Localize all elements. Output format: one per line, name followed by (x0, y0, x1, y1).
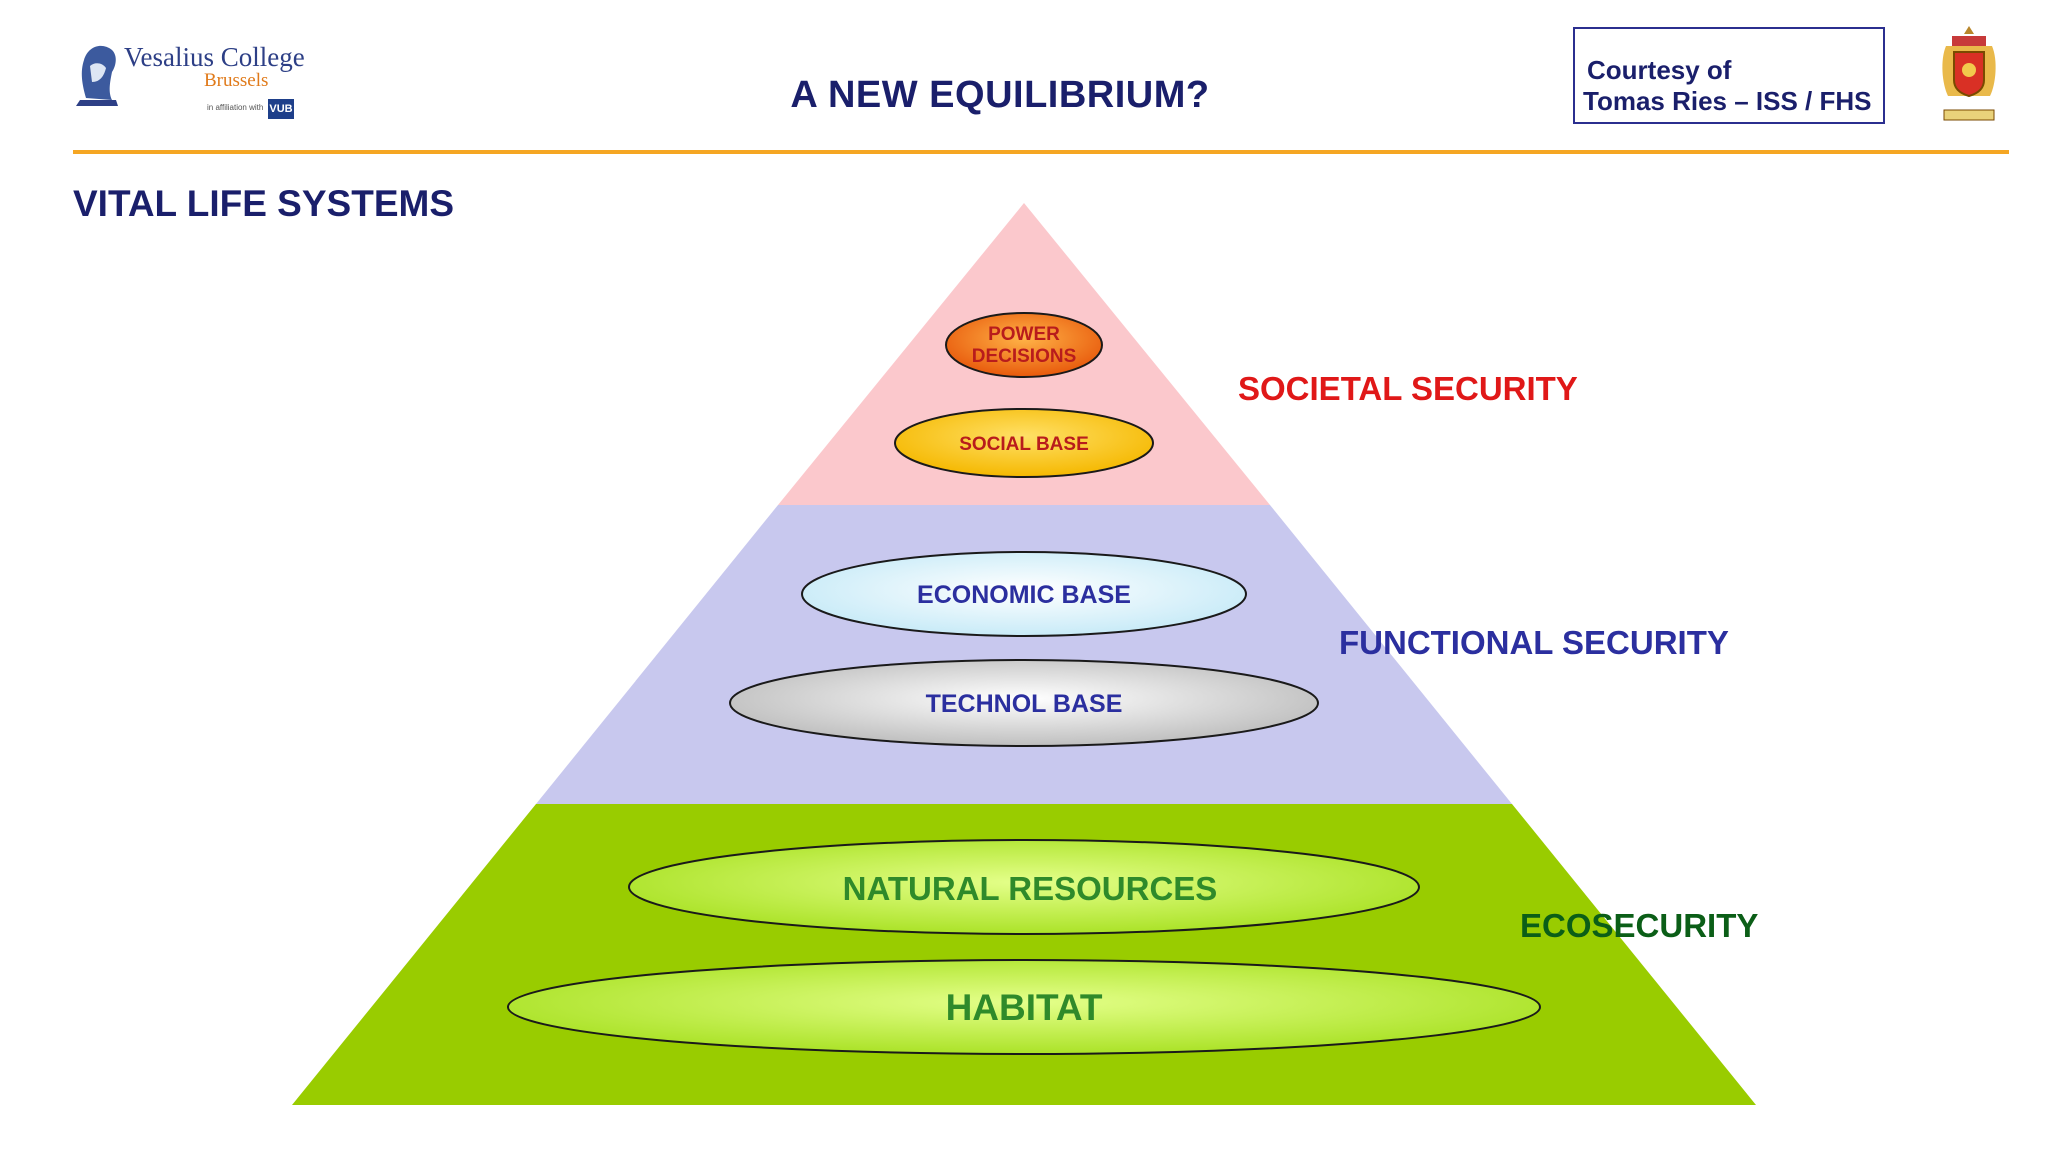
economic-base-label: ECONOMIC BASE (917, 581, 1131, 609)
vesalius-portrait-icon (76, 45, 118, 106)
credit-line-1: Courtesy of (1587, 55, 1732, 85)
decisions-label: DECISIONS (972, 346, 1077, 367)
social-base-label: SOCIAL BASE (959, 434, 1089, 455)
societal-security-label: SOCIETAL SECURITY (1238, 370, 1578, 407)
credit-line-2: Tomas Ries – ISS / FHS (1583, 86, 1872, 116)
tier-functional (536, 505, 1512, 804)
power-label: POWER (988, 324, 1060, 345)
logo-affiliation: in affiliation with (207, 103, 264, 112)
institution-crest-icon (1942, 26, 1996, 121)
social-base-ellipse (894, 408, 1154, 478)
ecosecurity-label: ECOSECURITY (1520, 907, 1758, 944)
natural-resources-ellipse (628, 839, 1420, 935)
section-title: VITAL LIFE SYSTEMS (73, 183, 455, 224)
habitat-ellipse (507, 959, 1541, 1055)
power-decisions-ellipse (945, 312, 1103, 378)
technol-base-ellipse (729, 659, 1319, 747)
credit-box: Courtesy of Tomas Ries – ISS / FHS (1573, 27, 1885, 124)
vub-logo: VUB (268, 99, 294, 119)
functional-security-label: FUNCTIONAL SECURITY (1339, 624, 1729, 661)
logo-city: Brussels (204, 70, 269, 91)
economic-base-ellipse (801, 551, 1247, 637)
vesalius-college-logo: Vesalius College Brussels in affiliation… (72, 36, 312, 128)
habitat-label: HABITAT (946, 987, 1103, 1028)
logo-name: Vesalius College (124, 42, 305, 72)
technol-base-label: TECHNOL BASE (926, 690, 1123, 718)
natural-resources-label: NATURAL RESOURCES (843, 870, 1218, 907)
header-divider (73, 150, 2009, 154)
page-title: A NEW EQUILIBRIUM? (790, 74, 1210, 116)
